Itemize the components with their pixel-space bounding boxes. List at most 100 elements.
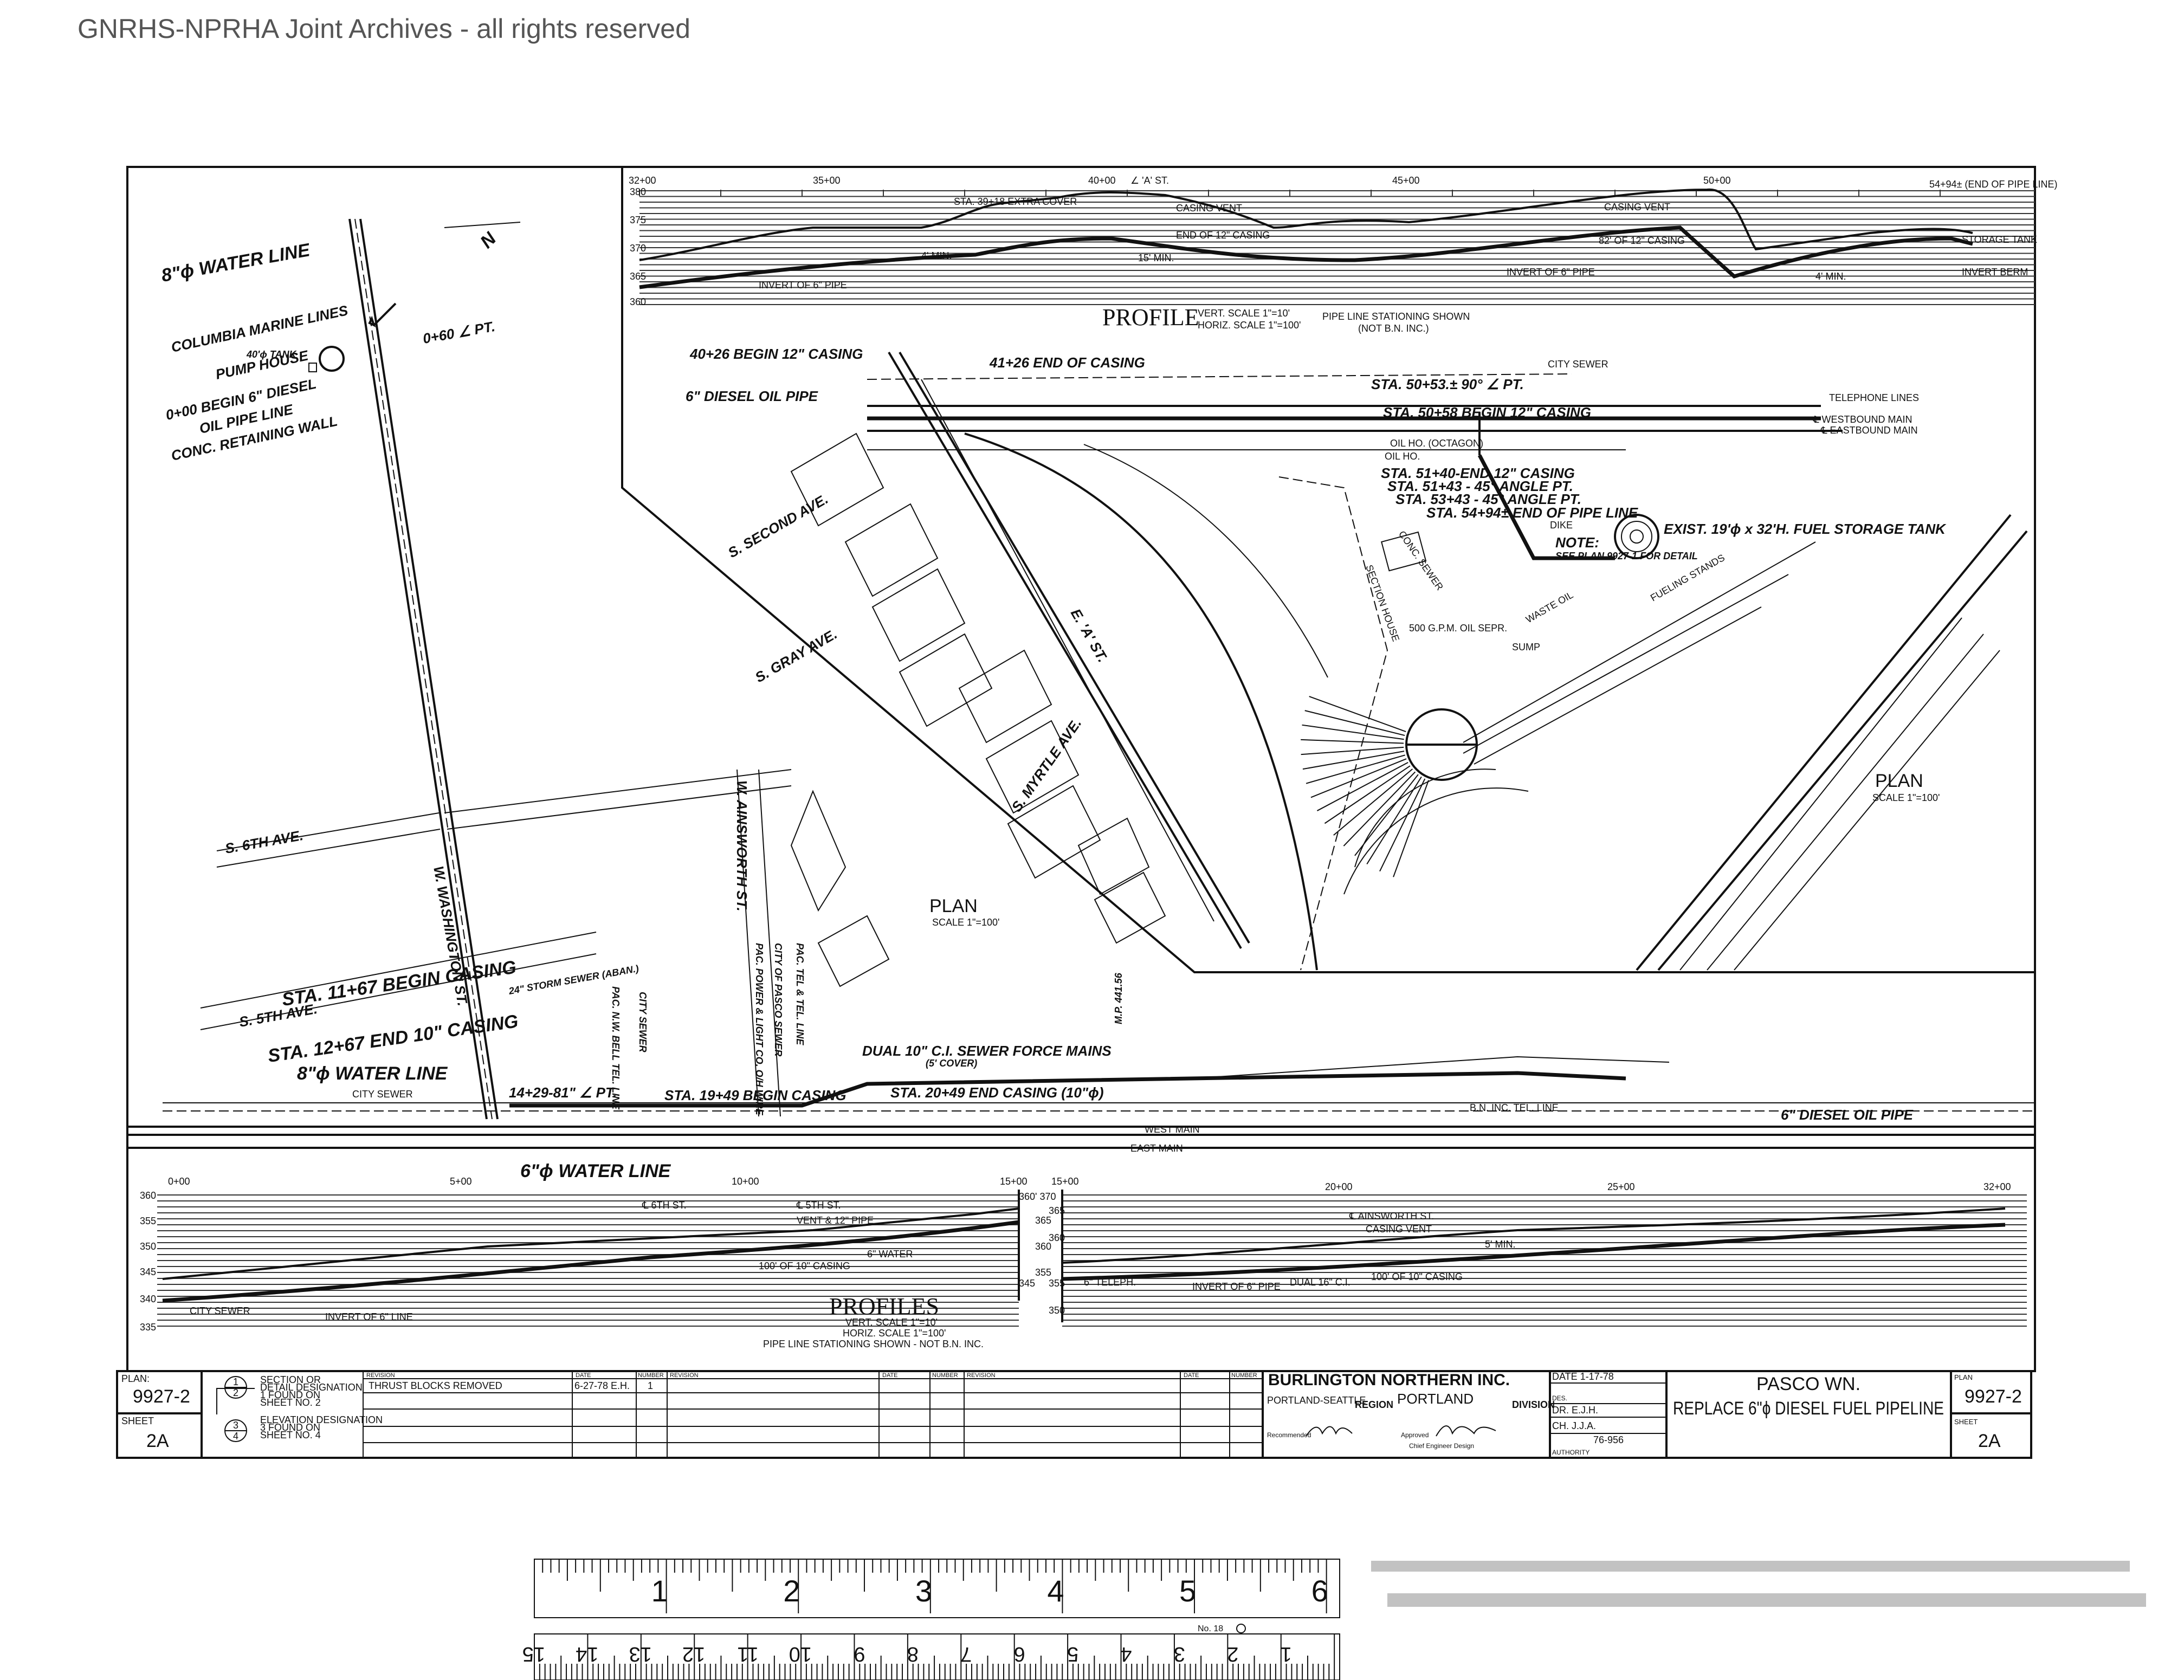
column-header: REVISION <box>670 1372 699 1379</box>
label-begin-casing: STA. 50+58 BEGIN 12" CASING <box>1383 404 1591 421</box>
signature-approved <box>1436 1425 1496 1437</box>
elevation-label: 370 <box>630 243 646 254</box>
profile-annotation: ℄ 5TH ST. <box>796 1200 841 1211</box>
legend-number: 3 <box>233 1420 238 1431</box>
profile-annotation: CASING VENT <box>1604 202 1670 212</box>
horiz-scale: HORIZ. SCALE 1"=100' <box>1198 320 1301 331</box>
ruler-brand: No. 18 <box>1198 1624 1223 1633</box>
label-tank: EXIST. 19'ϕ x 32'H. FUEL STORAGE TANK <box>1664 521 1947 537</box>
roundhouse-stall <box>1302 724 1404 740</box>
station-label: 15+00 <box>1000 1176 1028 1187</box>
utility-label: WASTE OIL <box>1524 589 1575 625</box>
profile-annotation: 82' OF 12" CASING <box>1599 235 1685 246</box>
profile-annotation: VENT & 12" PIPE <box>797 1215 874 1226</box>
roundhouse-stall <box>1324 765 1411 824</box>
recommended-label: Recommended <box>1267 1431 1311 1439</box>
label-oil-house: OIL HO. <box>1385 451 1420 462</box>
elevation-label: 360 <box>1049 1232 1065 1243</box>
cm-number: 1 <box>1281 1643 1292 1665</box>
elevation-label: 365 <box>1049 1205 1065 1216</box>
station-label: 40+00 <box>1088 175 1116 186</box>
curved-track <box>964 432 1318 971</box>
cm-number: 3 <box>1174 1643 1185 1665</box>
cm-number: 12 <box>682 1643 705 1665</box>
street-label: E. 'A' ST. <box>1068 606 1111 665</box>
roundhouse-stall <box>1343 771 1416 847</box>
section-symbol-icon: 1 2 <box>216 1376 255 1414</box>
profile-annotation: CASING VENT <box>1366 1224 1432 1235</box>
profile-annotation: END OF 12" CASING <box>1176 230 1270 241</box>
cm-number: 6 <box>1014 1643 1025 1665</box>
main-tracks <box>127 1056 2035 1149</box>
legend-text: 1 FOUND ON <box>260 1390 320 1400</box>
inch-number: 1 <box>651 1574 668 1608</box>
elevation-label: 355 <box>1049 1278 1065 1289</box>
horiz-scale: HORIZ. SCALE 1"=100' <box>843 1328 946 1339</box>
yard-tracks <box>867 373 2028 971</box>
building-label: SUMP <box>1512 642 1540 652</box>
profile-annotation: 15' MIN. <box>1138 253 1174 263</box>
roundhouse-stall <box>1316 761 1408 811</box>
profile-annotation: DUAL 16" C.I. <box>1290 1277 1351 1288</box>
profile-annotation: ℄ AINSWORTH ST. <box>1349 1211 1434 1222</box>
plan-right: 40+26 BEGIN 12" CASING 41+26 END OF CASI… <box>686 346 2028 971</box>
street-label: W. AINSWORTH ST. <box>734 780 750 912</box>
utility-label: PAC. TEL & TEL. LINE <box>794 943 805 1045</box>
profile-annotation: 100' OF 10" CASING <box>1371 1271 1463 1282</box>
elevation-label: 350 <box>1049 1305 1065 1316</box>
elevation-label: 360 <box>1035 1241 1051 1252</box>
vert-scale: VERT. SCALE 1"=10' <box>845 1317 938 1328</box>
region-label: REGION <box>1355 1399 1393 1410</box>
vert-scale: VERT. SCALE 1"=10' <box>1198 308 1290 319</box>
label-water-line: 8"ϕ WATER LINE <box>297 1063 448 1084</box>
drawing-description: REPLACE 6"ϕ DIESEL FUEL PIPELINE <box>1673 1398 1944 1419</box>
roundhouse-stall <box>1354 774 1419 856</box>
cm-number: 14 <box>576 1643 598 1665</box>
legend-number: 4 <box>233 1431 238 1442</box>
stationing-note: PIPE LINE STATIONING SHOWN <box>1322 311 1470 322</box>
authority-number: 76-956 <box>1593 1435 1624 1445</box>
label-eastbound: ℄ EASTBOUND MAIN <box>1820 425 1918 436</box>
section-house-box <box>1380 531 1427 572</box>
profile-annotation: ℄ 6TH ST. <box>642 1200 687 1211</box>
utility-label: CITY SEWER <box>637 992 648 1052</box>
station-label: 10+00 <box>732 1176 759 1187</box>
legend-number: 1 <box>233 1377 238 1387</box>
station-label: 32+00 <box>1983 1181 2011 1192</box>
label-end-casing: STA. 12+67 END 10" CASING <box>267 1011 520 1067</box>
label-angle-pt: STA. 53+43 - 45° ANGLE PT. <box>1395 491 1581 507</box>
roundhouse-stall <box>1302 751 1405 770</box>
label-dike: DIKE <box>1550 520 1573 531</box>
roundhouse-stall <box>1333 768 1413 836</box>
profile-annotation: INVERT OF 6" PIPE <box>759 280 847 290</box>
elevation-label: 340 <box>140 1294 156 1304</box>
region-name: PORTLAND-SEATTLE <box>1267 1395 1366 1406</box>
column-header: DATE <box>1184 1372 1199 1379</box>
bottom-profile-grid <box>157 1190 2027 1327</box>
plan-scale: SCALE 1"=100' <box>932 917 999 928</box>
label-columbia: COLUMBIA MARINE LINES <box>170 302 350 356</box>
label-tank: 40'ϕ TANK <box>246 349 298 360</box>
legend-text: SHEET NO. 4 <box>260 1430 321 1440</box>
track-label: WEST MAIN <box>1145 1124 1200 1135</box>
label-pt: 14+29-81" ∠ PT. <box>509 1084 617 1101</box>
plan-number: 9927-2 <box>133 1386 190 1407</box>
column-header: NUMBER <box>1231 1372 1257 1379</box>
profile-annotation: CITY SEWER <box>190 1306 250 1316</box>
column-header: REVISION <box>967 1372 996 1379</box>
roundhouse-stall <box>1301 739 1404 744</box>
division-name: PORTLAND <box>1397 1391 1474 1407</box>
revision-cell: THRUST BLOCKS REMOVED <box>369 1380 502 1391</box>
roundhouse <box>1301 696 1529 895</box>
station-label: 5+00 <box>450 1176 472 1187</box>
cm-number: 2 <box>1227 1643 1238 1665</box>
column-header: DATE <box>576 1372 591 1379</box>
station-label: 20+00 <box>1325 1181 1353 1192</box>
label-cover: (5' COVER) <box>926 1058 977 1069</box>
profile-annotation: INVERT OF 6" LINE <box>325 1311 413 1322</box>
top-profile: 32+00 35+00 40+00 ∠ 'A' ST. 45+00 50+00 … <box>629 175 2057 334</box>
profile-annotation: 6" TELEPH. <box>1084 1277 1136 1288</box>
label-westbound: ℄ WESTBOUND MAIN <box>1812 414 1912 425</box>
cm-number: 15 <box>522 1643 545 1665</box>
